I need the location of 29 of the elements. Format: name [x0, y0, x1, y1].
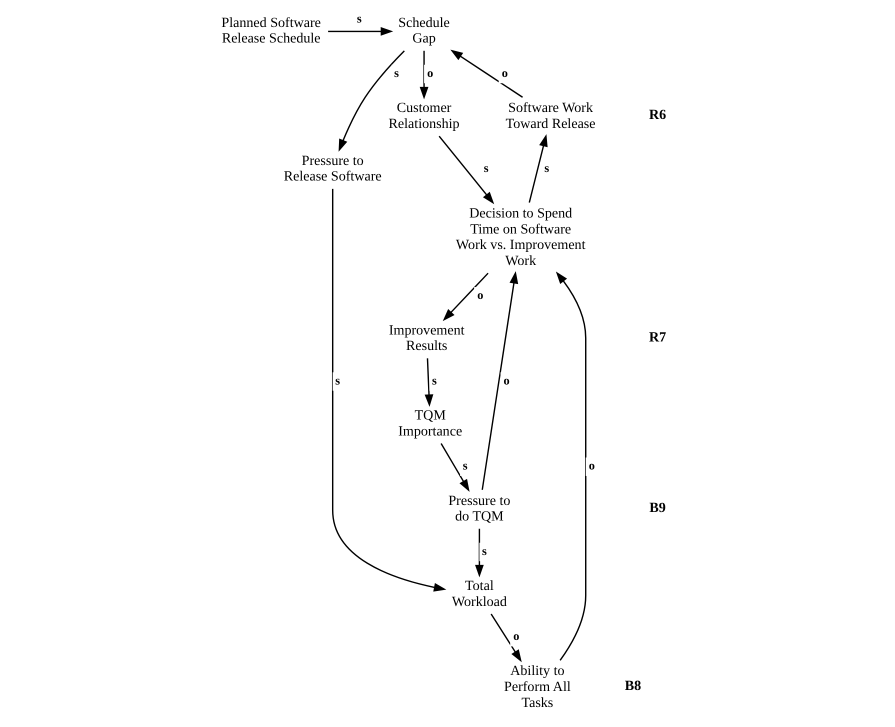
node-text: Schedule Gap	[398, 14, 450, 47]
label: B8	[624, 678, 641, 694]
edge-label: o	[512, 628, 519, 643]
edge-label: s	[356, 11, 362, 26]
node-text: Improvement Results	[388, 322, 464, 354]
label: B9	[648, 500, 666, 516]
edge-label: s	[431, 373, 436, 388]
node-text: Pressure to Release Software	[283, 152, 382, 185]
edge-label: s	[394, 66, 398, 80]
node-text: Decision to Spend Time on Software Work vs. Improvement Work	[455, 205, 585, 269]
node-text: Total Workload	[451, 578, 506, 610]
node-text: Pressure to do TQM	[448, 492, 510, 525]
edge-label: s	[544, 161, 549, 176]
edge-label: s	[334, 373, 340, 388]
edge-label: o	[588, 458, 594, 473]
label: R7	[648, 329, 666, 346]
node-text: Planned Software Release Schedule	[220, 14, 320, 47]
label: R6	[648, 107, 666, 124]
edge-label: s	[482, 544, 486, 558]
edge-label: s	[462, 458, 468, 473]
node-text: Software Work Toward Release	[505, 100, 596, 132]
edge-label: o	[426, 66, 433, 80]
edge-label: o	[503, 373, 510, 388]
node-text: TQM Importance	[398, 408, 462, 440]
node-text: Ability to Perform All Tasks	[504, 663, 570, 711]
edge-label: s	[483, 161, 488, 176]
node-text: Customer Relationship	[388, 100, 460, 132]
edge-label: o	[501, 66, 508, 80]
edge-label: o	[476, 288, 483, 302]
